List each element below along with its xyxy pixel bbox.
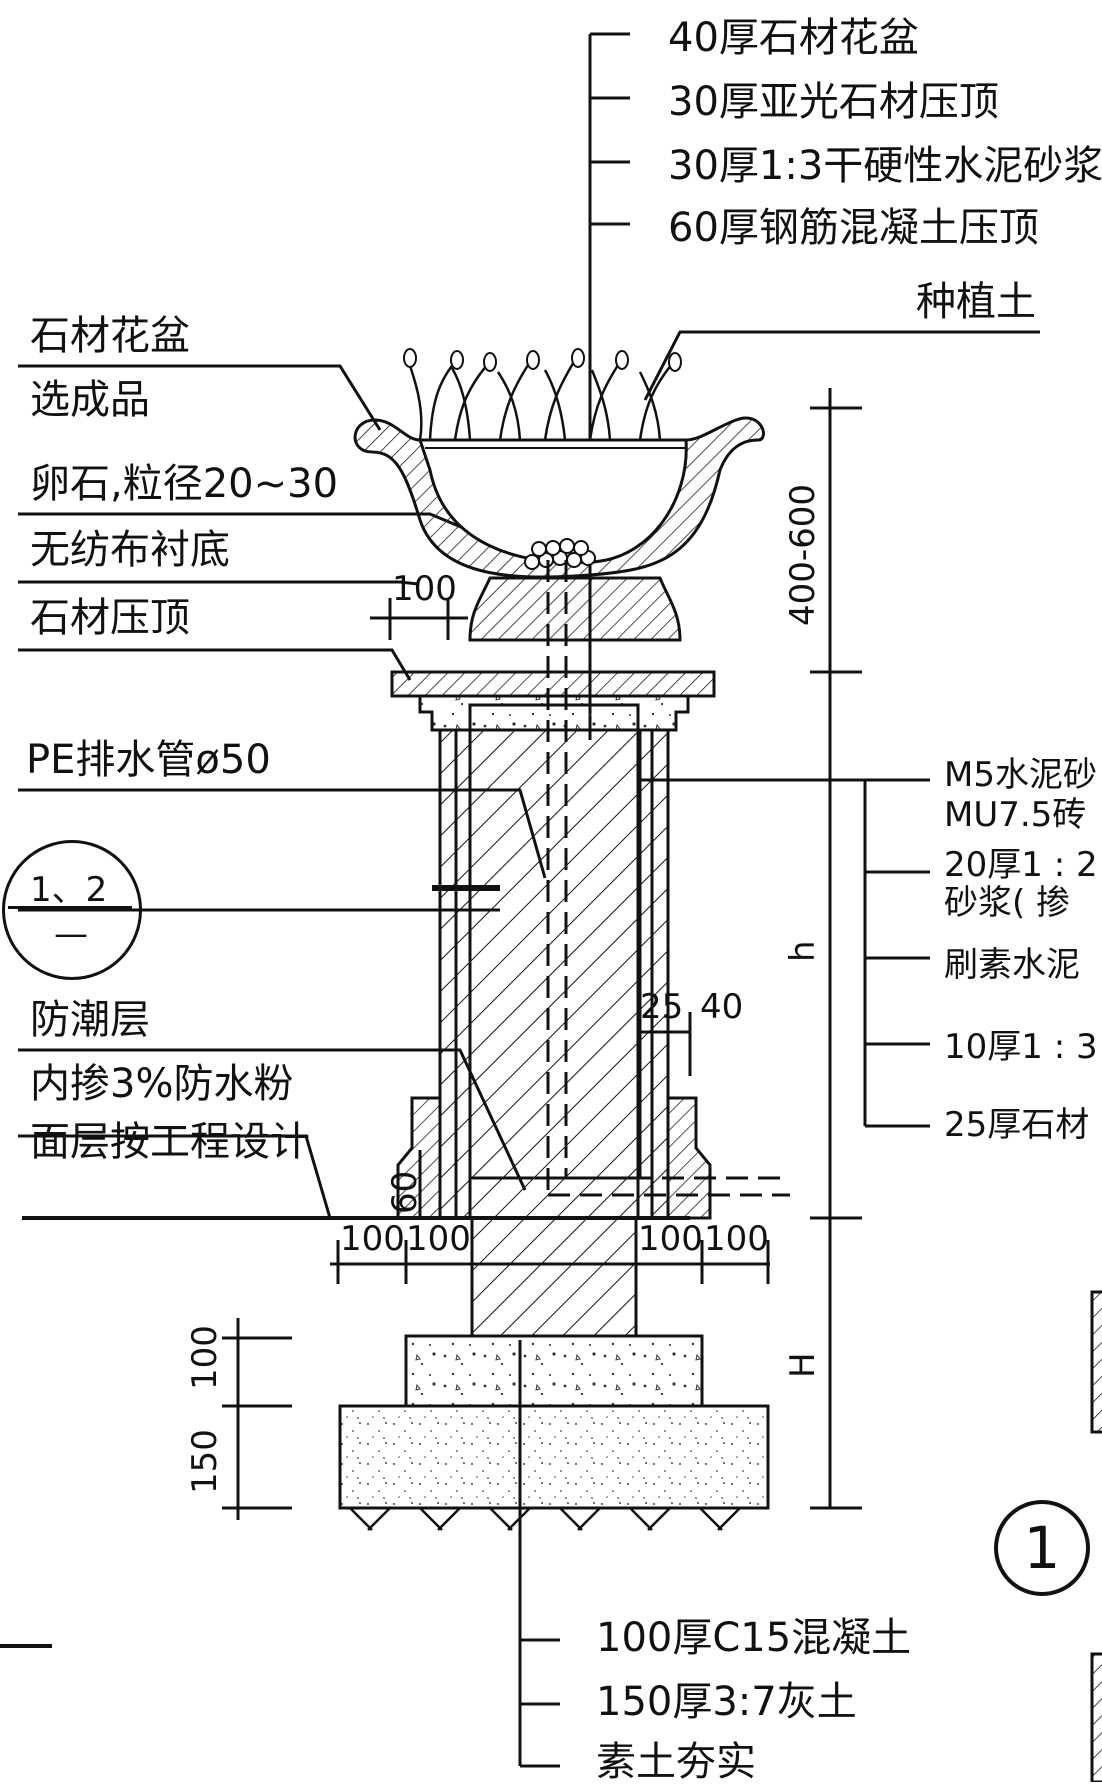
callout-planting-soil: 种植土 <box>916 279 1036 325</box>
callout-pot-note: 选成品 <box>30 377 150 423</box>
callout-rc-coping: 60厚钢筋混凝土压顶 <box>668 205 1039 251</box>
section-ref-number: 1、2 <box>30 870 108 910</box>
foundation <box>338 1216 770 1768</box>
dim-width-3: 100 <box>638 1219 703 1259</box>
callout-dpc: 防潮层 <box>30 997 150 1043</box>
dim-footing-100: 100 <box>185 1325 225 1390</box>
detail-marker: 1 <box>994 1500 1090 1596</box>
callout-c15-concrete: 100厚C15混凝土 <box>596 1615 912 1661</box>
callout-pe-drain-pipe: PE排水管ø50 <box>26 737 271 783</box>
dim-width-4: 100 <box>704 1219 769 1259</box>
callout-lime-soil: 150厚3:7灰土 <box>596 1679 857 1725</box>
callout-matte-stone-coping: 30厚亚光石材压顶 <box>668 79 999 125</box>
callout-stone-pot: 石材花盆 <box>30 313 190 359</box>
dim-pier-height: h <box>783 940 823 962</box>
dim-thickness-25: 25 <box>640 987 684 1027</box>
callout-pebbles: 卵石,粒径20~30 <box>30 461 339 507</box>
callout-waterproof-powder: 内掺3%防水粉 <box>30 1061 294 1107</box>
dim-pot-height: 400-600 <box>783 483 823 626</box>
section-ref-bubble <box>2 840 142 980</box>
callout-stone-pot-40: 40厚石材花盆 <box>668 15 919 61</box>
callout-surface-finish: 面层按工程设计 <box>30 1119 310 1165</box>
pier <box>396 560 790 1220</box>
dim-width-2: 100 <box>406 1219 471 1259</box>
section-ref-divider <box>8 906 132 909</box>
callout-20-render: 20厚1 : 2 <box>944 845 1098 885</box>
callout-mu75-brick: MU7.5砖 <box>944 795 1087 835</box>
dim-thickness-40: 40 <box>700 987 744 1027</box>
dim-thickness-60: 60 <box>385 1170 425 1214</box>
callout-10-mortar: 10厚1 : 3 <box>944 1027 1098 1067</box>
callout-cement-slurry: 刷素水泥 <box>944 945 1080 985</box>
callout-25-stone: 25厚石材 <box>944 1105 1090 1145</box>
callout-m5-mortar: M5水泥砂 <box>944 755 1097 795</box>
dim-footing-150: 150 <box>185 1429 225 1494</box>
coping <box>390 670 716 732</box>
callout-compacted-soil: 素土夯实 <box>596 1739 756 1785</box>
stone-pot <box>353 348 765 642</box>
dim-width-1: 100 <box>340 1219 405 1259</box>
dim-base-depth: H <box>783 1352 823 1378</box>
section-ref-sheet: — <box>54 914 88 954</box>
callout-stone-coping: 石材压顶 <box>30 595 190 641</box>
callout-render-additive: 砂浆( 掺 <box>944 883 1071 923</box>
callout-dry-mortar: 30厚1:3干硬性水泥砂浆 <box>668 143 1102 189</box>
callout-geotextile: 无纺布衬底 <box>30 527 230 573</box>
dim-pot-offset: 100 <box>392 569 457 609</box>
